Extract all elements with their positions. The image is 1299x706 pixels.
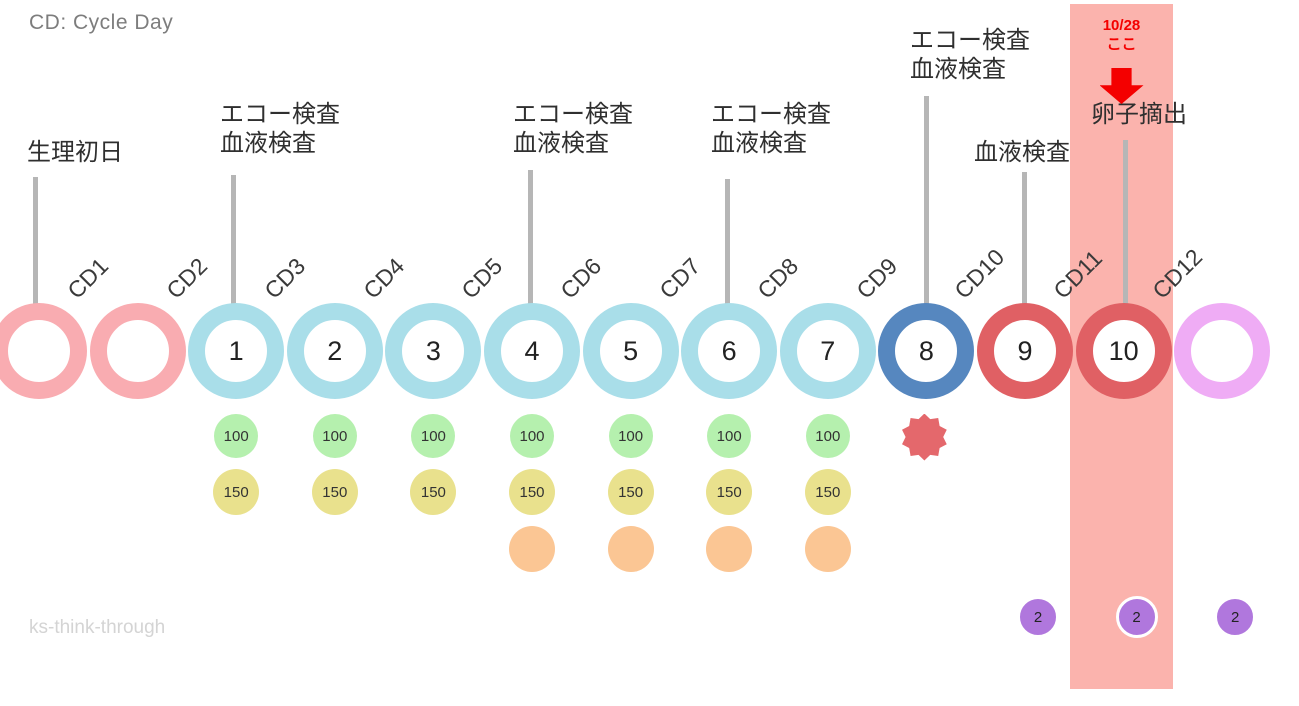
cd-axis-label: CD8 bbox=[752, 252, 804, 304]
dose-circle bbox=[804, 526, 851, 572]
dose-circle: 100 bbox=[805, 414, 850, 458]
cycle-day-ring bbox=[0, 303, 87, 399]
cycle-day-ring: 7 bbox=[779, 303, 876, 399]
cycle-day-number: 10 bbox=[1108, 335, 1139, 366]
cycle-day-number: 8 bbox=[918, 335, 934, 366]
dose-circle: 150 bbox=[410, 469, 457, 515]
cd-axis-label: CD10 bbox=[949, 243, 1010, 304]
event-label: エコー検査 血液検査 bbox=[711, 101, 831, 157]
trigger-shot-burst-icon bbox=[902, 413, 947, 461]
cd-axis-label: CD7 bbox=[653, 252, 705, 304]
cycle-day-number: 6 bbox=[721, 335, 737, 366]
cycle-day-number: 4 bbox=[524, 335, 540, 366]
watermark: ks-think-through bbox=[29, 617, 166, 638]
dose-circle: 150 bbox=[509, 469, 555, 515]
cycle-day-ring: 6 bbox=[681, 303, 778, 399]
cd-axis-label: CD3 bbox=[259, 252, 311, 304]
cycle-day-ring: 3 bbox=[385, 303, 482, 399]
event-label: 卵子摘出 bbox=[1091, 101, 1187, 128]
cycle-day-ring: 9 bbox=[977, 303, 1073, 399]
dose-circle: 150 bbox=[706, 469, 753, 515]
event-label: エコー検査 血液検査 bbox=[910, 27, 1030, 83]
date-annotation: 10/28 ここ bbox=[1070, 16, 1173, 104]
annotation-here-label: ここ bbox=[1106, 36, 1137, 53]
event-marker-line bbox=[924, 96, 929, 305]
cycle-day-ring: 1 bbox=[188, 303, 285, 399]
cycle-day-ring bbox=[89, 303, 186, 399]
cycle-day-ring: 8 bbox=[878, 303, 975, 399]
cycle-day-number: 9 bbox=[1017, 335, 1033, 366]
cycle-day-number: 3 bbox=[425, 335, 441, 366]
event-marker-line bbox=[1022, 172, 1027, 305]
dose-circle: 100 bbox=[510, 414, 554, 458]
dose-circle bbox=[607, 526, 654, 572]
page-title: CD: Cycle Day bbox=[29, 11, 174, 34]
dose-circle: 100 bbox=[608, 414, 653, 458]
cd-axis-label: CD5 bbox=[456, 252, 508, 304]
event-label: 生理初日 bbox=[27, 139, 123, 166]
dose-circle: 150 bbox=[311, 469, 358, 515]
event-label: 血液検査 bbox=[974, 139, 1070, 166]
dose-circle: 100 bbox=[312, 414, 357, 458]
cd-axis-label: CD9 bbox=[851, 252, 903, 304]
cycle-day-ring bbox=[1174, 303, 1271, 399]
cycle-day-number: 5 bbox=[623, 335, 639, 366]
cycle-day-ring: 5 bbox=[582, 303, 679, 399]
cycle-day-number: 1 bbox=[228, 335, 244, 366]
dose-circle bbox=[706, 526, 753, 572]
annotation-date: 10/28 bbox=[1102, 17, 1141, 34]
egg-count-circle: 2 bbox=[1115, 596, 1158, 638]
cycle-day-number: 7 bbox=[820, 335, 836, 366]
dose-circle: 100 bbox=[707, 414, 752, 458]
cycle-day-ring: 2 bbox=[286, 303, 383, 399]
event-marker-line bbox=[33, 177, 38, 305]
event-label: エコー検査 血液検査 bbox=[220, 101, 340, 157]
cycle-day-number: 2 bbox=[327, 335, 343, 366]
cd-axis-label: CD2 bbox=[160, 252, 212, 304]
event-marker-line bbox=[231, 175, 236, 305]
down-arrow-icon bbox=[1099, 68, 1144, 104]
cd-axis-label: CD6 bbox=[555, 252, 607, 304]
dose-circle: 150 bbox=[607, 469, 654, 515]
dose-circle bbox=[509, 526, 555, 572]
event-label: エコー検査 血液検査 bbox=[513, 101, 633, 157]
event-marker-line bbox=[725, 179, 730, 305]
event-marker-line bbox=[1123, 140, 1128, 305]
dose-circle: 150 bbox=[213, 469, 260, 515]
cd-axis-label: CD1 bbox=[62, 252, 114, 304]
dose-circle: 100 bbox=[214, 414, 259, 458]
event-marker-line bbox=[528, 170, 533, 305]
cycle-day-ring: 10 bbox=[1075, 303, 1172, 399]
dose-circle: 100 bbox=[411, 414, 456, 458]
cycle-day-ring: 4 bbox=[484, 303, 580, 399]
egg-count-circle: 2 bbox=[1214, 596, 1257, 638]
egg-count-circle: 2 bbox=[1017, 596, 1059, 638]
cd-axis-label: CD4 bbox=[358, 252, 410, 304]
dose-circle: 150 bbox=[804, 469, 851, 515]
